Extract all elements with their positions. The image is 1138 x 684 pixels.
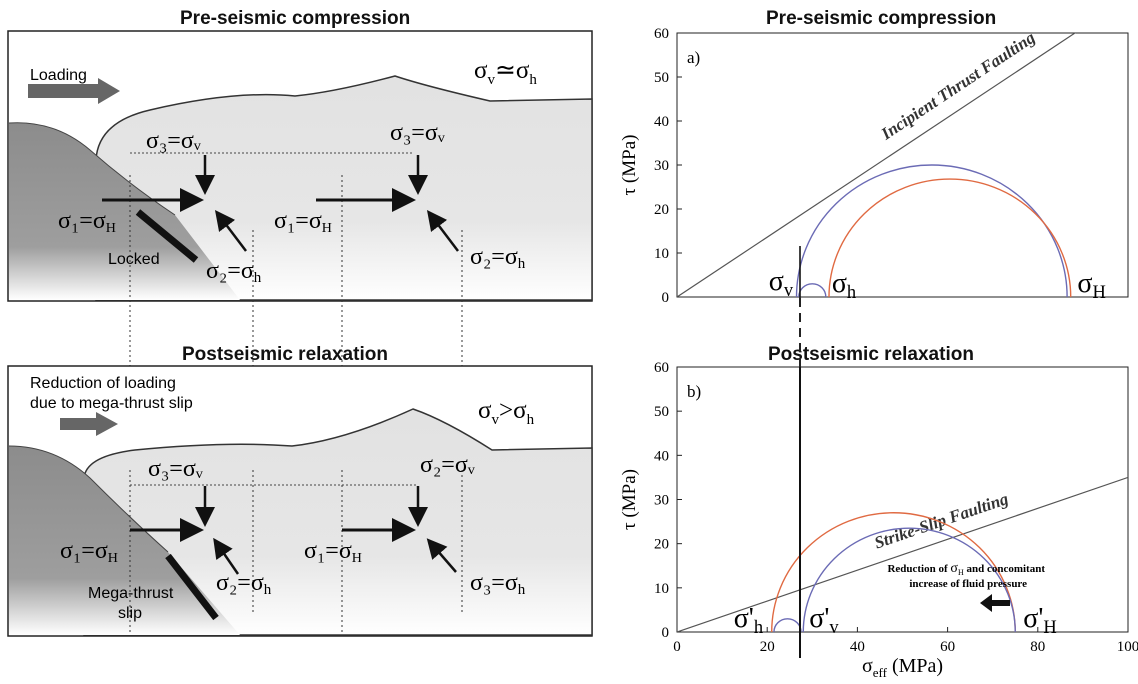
y-tick-label: 20 [654, 537, 669, 553]
x-tick-label: 20 [760, 639, 775, 655]
y-tick-label: 40 [654, 114, 669, 130]
failure-envelope-label: Incipient Thrust Faulting [877, 28, 1039, 144]
failure-envelope-line [677, 476, 1128, 632]
reduced-loading-label-1: Reduction of loading [30, 375, 176, 392]
mohr-circle-arc [802, 527, 1016, 633]
sigma3-label-b-bottom: σ₃=σh [470, 570, 526, 598]
y-tick-label: 40 [654, 448, 669, 464]
y-tick-label: 0 [662, 625, 670, 641]
sigma2-label-b-top: σ₂=σh [470, 244, 526, 272]
reduction-annotation-line2: increase of fluid pressure [909, 578, 1027, 590]
left-arrow-icon [980, 594, 1010, 612]
mohr-circle-arc [771, 512, 1016, 633]
y-tick-label: 60 [654, 360, 669, 376]
reduction-annotation-line1: Reduction of σH and concomitant [887, 561, 1045, 577]
mohr-chart-b: 0 10 20 30 40 50 60 0 20 40 60 80 100 τ (MPa) σeff (MP… [619, 360, 1138, 680]
plot-frame [676, 32, 1129, 298]
stress-label-h: σh [832, 268, 856, 302]
stress-relation-bottom: σv>σh [478, 397, 535, 428]
x-tick-label: 80 [1030, 639, 1045, 655]
stress-relation-top: σv≃σh [474, 57, 537, 88]
locked-fault-line [135, 209, 199, 263]
left-diagrams: Loading σv≃σh σ₃=σᵥ σ₃=σᵥ σ₁=σH σ₁=σH Lo… [7, 30, 593, 637]
y-tick-label: 30 [654, 158, 669, 174]
y-tick-label: 50 [654, 404, 669, 420]
stress-label-v: σ'v [809, 603, 839, 637]
mohr-chart-a: 0 10 20 30 40 50 60 τ (MPa) a) Incipient Thrust F… [619, 26, 1129, 306]
x-tick-label: 100 [1117, 639, 1138, 655]
locked-label: Locked [108, 251, 160, 268]
sigma1-label-b-top: σ₁=σH [274, 208, 332, 236]
sigma2-label-a-bottom: σ₂=σh [216, 570, 272, 598]
sigma3-label-b-top: σ₃=σᵥ [390, 120, 446, 146]
sigma3-label-a-top: σ₃=σᵥ [146, 128, 202, 154]
mohr-circle-arc [795, 165, 1068, 298]
sigma1-label-b-bottom: σ₁=σH [304, 538, 362, 566]
panel-label: b) [687, 382, 701, 401]
x-axis-label: σeff (MPa) [862, 655, 943, 680]
y-axis-label: τ (MPa) [619, 469, 640, 530]
stress-label-h: σ'h [734, 603, 763, 637]
sigma3-label-a-bottom: σ₃=σᵥ [148, 456, 204, 482]
x-tick-label: 40 [850, 639, 865, 655]
megathrust-label-2: slip [118, 605, 142, 622]
y-tick-label: 30 [654, 493, 669, 509]
reduced-loading-arrow-icon [60, 412, 118, 436]
reduced-loading-label-2: due to mega-thrust slip [30, 395, 193, 412]
plot-frame [676, 366, 1129, 633]
y-axis-label: τ (MPa) [619, 135, 640, 196]
mohr-circle-arc [773, 618, 802, 633]
sigma2-label-a-top: σ₂=σh [206, 258, 262, 286]
sigma1-label-a-top: σ₁=σH [58, 208, 116, 236]
y-tick-label: 10 [654, 581, 669, 597]
left-bottom-title: Postseismic relaxation [182, 344, 388, 365]
sigma2-label-b-bottom: σ₂=σᵥ [420, 452, 476, 478]
mohr-circle-arc [798, 283, 827, 298]
x-tick-label: 60 [940, 639, 955, 655]
loading-label: Loading [30, 67, 87, 84]
failure-envelope-line [677, 33, 1077, 297]
y-tick-label: 10 [654, 246, 669, 262]
panel-label: a) [687, 48, 700, 67]
sigma1-label-a-bottom: σ₁=σH [60, 538, 118, 566]
x-tick-label: 0 [673, 639, 681, 655]
right-bottom-title: Postseismic relaxation [768, 344, 974, 365]
mohr-circle-arc [828, 178, 1072, 298]
megathrust-label-1: Mega-thrust [88, 585, 174, 602]
stress-label-H: σH [1077, 268, 1105, 302]
megathrust-fault-line [165, 553, 219, 621]
stress-label-H: σ'H [1023, 603, 1056, 637]
left-top-title: Pre-seismic compression [180, 8, 411, 29]
y-tick-label: 0 [662, 290, 670, 306]
y-tick-label: 60 [654, 26, 669, 42]
y-tick-label: 50 [654, 70, 669, 86]
failure-envelope-label: Strike-Slip Faulting [872, 489, 1011, 553]
y-tick-label: 20 [654, 202, 669, 218]
right-top-title: Pre-seismic compression [766, 8, 997, 29]
bottom-block-diagram: Reduction of loading due to mega-thrust … [7, 365, 593, 637]
stress-label-v: σv [769, 266, 794, 300]
loading-arrow-icon [28, 78, 120, 104]
top-block-diagram: Loading σv≃σh σ₃=σᵥ σ₃=σᵥ σ₁=σH σ₁=σH Lo… [7, 30, 593, 302]
